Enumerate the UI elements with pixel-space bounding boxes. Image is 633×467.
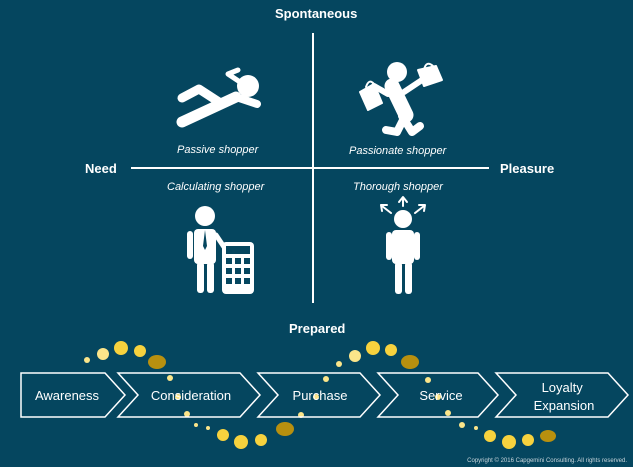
wave-dot	[522, 434, 534, 446]
wave-dot	[540, 430, 556, 442]
wave-dot	[175, 394, 181, 400]
quadrant-label-calculating: Calculating shopper	[167, 181, 265, 193]
axis-label-bottom: Prepared	[289, 321, 346, 336]
step-label-service: Service	[419, 388, 462, 403]
step-chevron-awareness	[20, 372, 127, 418]
wave-dot	[184, 411, 190, 417]
wave-dot	[336, 361, 342, 367]
quadrant-label-passionate: Passionate shopper	[349, 145, 447, 157]
wave-dot	[167, 375, 173, 381]
copyright-notice: Copyright © 2016 Capgemini Consulting. A…	[467, 458, 627, 464]
person-with-arrows-icon	[380, 196, 426, 294]
axis-label-left: Need	[85, 161, 117, 176]
wave-dot	[84, 357, 90, 363]
wave-dot	[114, 341, 128, 355]
wave-dot	[474, 426, 478, 430]
axis-label-right: Pleasure	[500, 161, 555, 176]
process-chevrons	[20, 372, 630, 418]
wave-dot	[484, 430, 496, 442]
wave-dot	[206, 426, 210, 430]
wave-dot	[313, 394, 319, 400]
wave-dot	[349, 350, 361, 362]
wave-dot	[134, 345, 146, 357]
step-label-loyalty-expansion: Loyalty Expansion	[534, 380, 595, 413]
quadrant-label-passive: Passive shopper	[177, 144, 259, 156]
wave-dot	[401, 355, 419, 369]
step-chevron-loyalty-expansion	[494, 372, 630, 418]
wave-dot	[97, 348, 109, 360]
step-chevron-service	[376, 372, 500, 418]
step-label-awareness: Awareness	[35, 388, 100, 403]
wave-dot	[148, 355, 166, 369]
wave-dot	[366, 341, 380, 355]
wave-dot	[435, 394, 441, 400]
wave-dot	[425, 377, 431, 383]
step-label-purchase: Purchase	[293, 388, 348, 403]
dot-wave-decoration	[84, 341, 556, 449]
wave-dot	[276, 422, 294, 436]
step-chevron-consideration	[116, 372, 262, 418]
person-with-calculator-icon	[187, 206, 254, 294]
step-chevron-purchase	[256, 372, 382, 418]
wave-dot	[255, 434, 267, 446]
person-with-shopping-bags-icon	[359, 62, 443, 136]
process-step-labels: Awareness Consideration Purchase Service…	[35, 380, 594, 413]
step-label-consideration: Consideration	[151, 388, 231, 403]
wave-dot	[502, 435, 516, 449]
wave-dot	[385, 344, 397, 356]
wave-dot	[217, 429, 229, 441]
wave-dot	[323, 376, 329, 382]
quadrant-label-thorough: Thorough shopper	[353, 181, 443, 193]
axis-label-top: Spontaneous	[275, 6, 358, 21]
wave-dot	[194, 423, 198, 427]
reclining-person-icon	[176, 67, 261, 128]
wave-dot	[234, 435, 248, 449]
wave-dot	[445, 410, 451, 416]
wave-dot	[459, 422, 465, 428]
